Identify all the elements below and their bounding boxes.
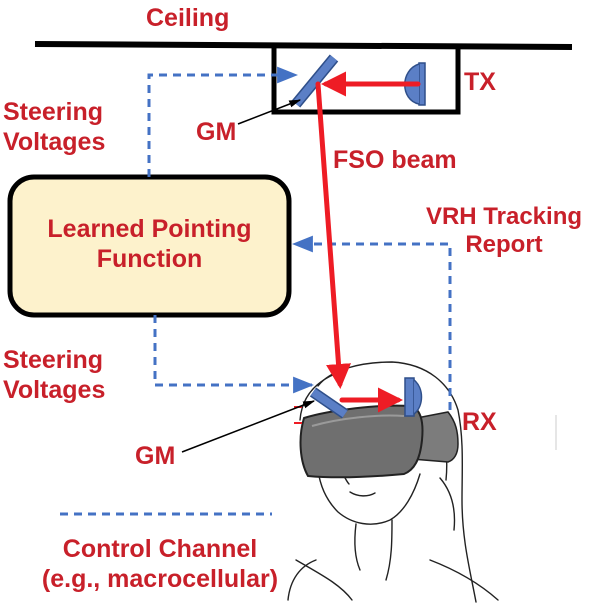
vrh-tracking-report-label: VRH Tracking Report xyxy=(425,203,583,259)
gm-bottom-pointer xyxy=(181,400,316,453)
steering-voltages-bottom-line xyxy=(153,315,315,394)
vrh-tracking-report-line xyxy=(291,235,452,410)
steering-voltages-top-line xyxy=(147,66,299,177)
transmitter-enclosure xyxy=(271,46,461,115)
gm-top-pointer xyxy=(237,99,302,125)
fso-beam xyxy=(315,71,421,413)
tx-label: TX xyxy=(464,68,496,96)
gm-bottom-mirror xyxy=(309,387,349,419)
rx-label: RX xyxy=(462,408,497,436)
gm-bottom-label: GM xyxy=(135,442,176,470)
steering-voltages-top-label: Steering Voltages xyxy=(3,98,106,156)
control-channel-legend-label: Control Channel (e.g., macrocellular) xyxy=(41,535,279,593)
gm-top-mirror xyxy=(291,54,339,108)
steering-voltages-bottom-label: Steering Voltages xyxy=(3,346,106,404)
fso-beam-label: FSO beam xyxy=(333,146,457,174)
ceiling-label: Ceiling xyxy=(146,4,230,32)
vr-headset xyxy=(299,404,459,479)
gm-top-label: GM xyxy=(196,118,237,146)
ceiling-line xyxy=(34,41,573,50)
rx-lens xyxy=(404,377,423,417)
learned-pointing-function-label: Learned Pointing Function xyxy=(47,215,252,273)
